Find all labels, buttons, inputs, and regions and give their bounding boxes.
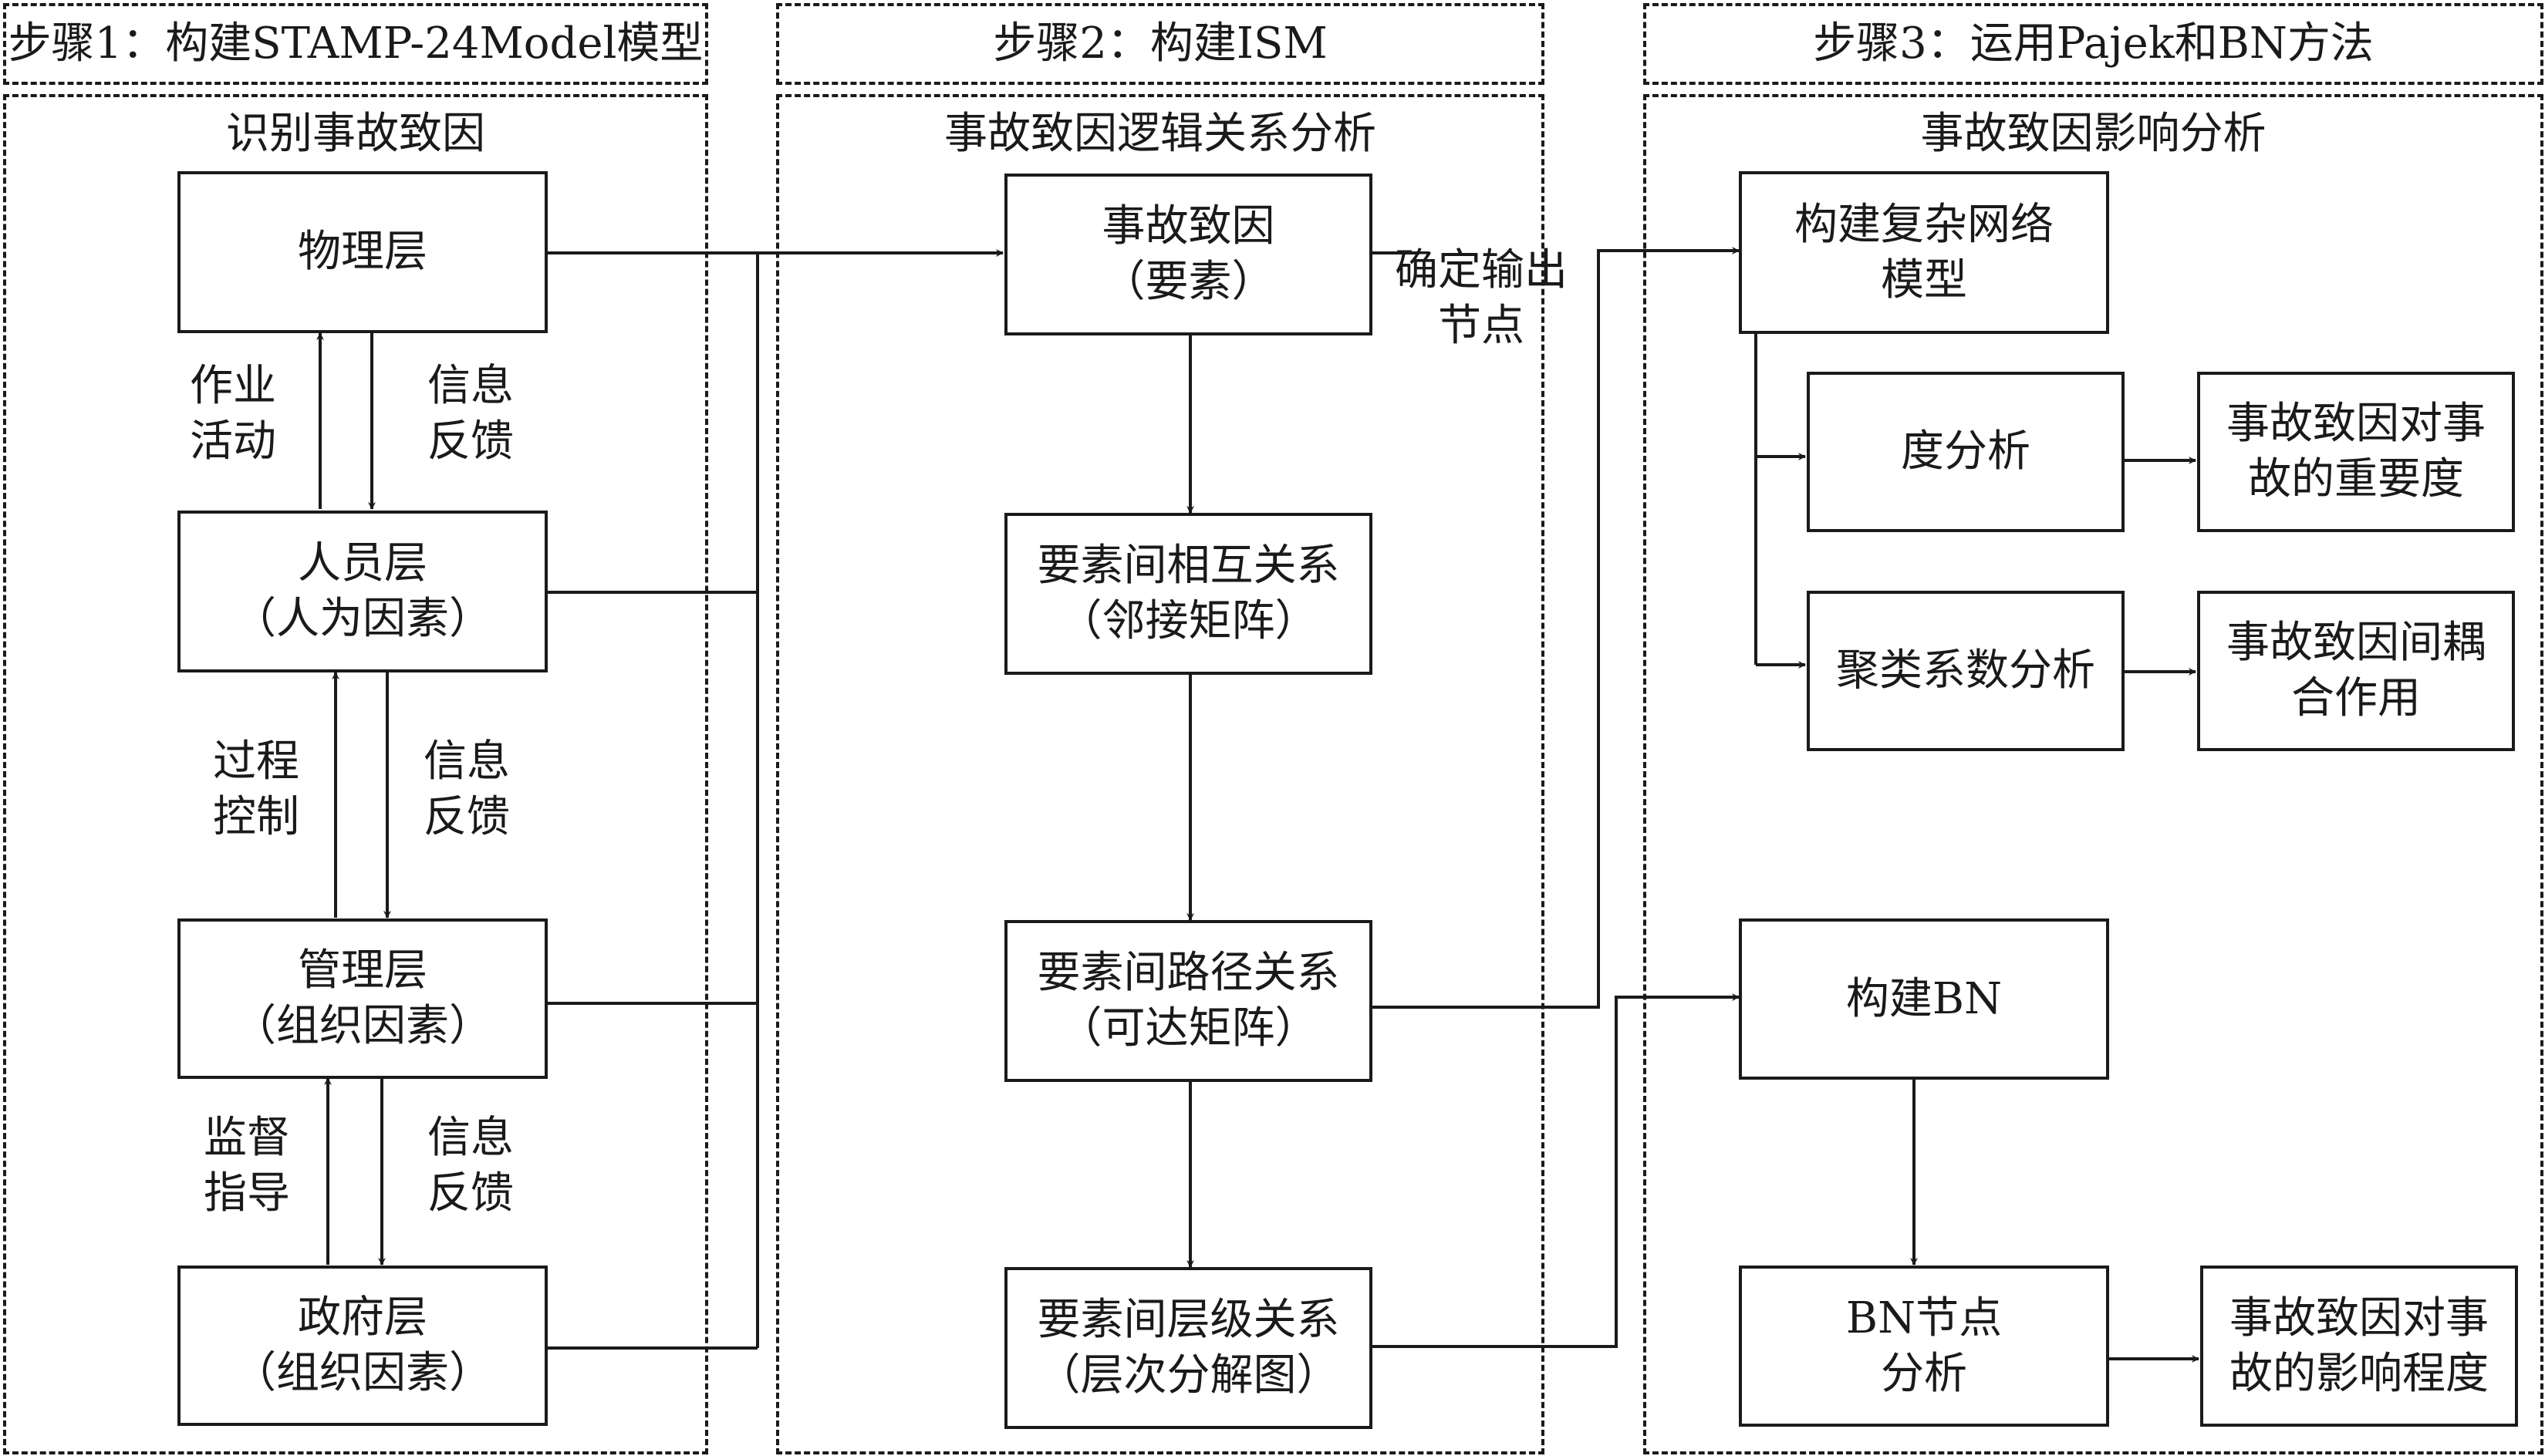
- label-feedback-3-line1: 信息: [427, 1113, 514, 1163]
- box-personnel-layer-line1: 人员层: [298, 538, 427, 589]
- label-determine-output-line2: 节点: [1438, 300, 1524, 351]
- label-feedback-3: 信息 反馈: [417, 1111, 525, 1221]
- label-work-activity-line1: 作业: [190, 361, 276, 411]
- box-government-layer-line1: 政府层: [298, 1293, 427, 1343]
- box-influence-degree-line2: 故的影响程度: [2229, 1348, 2489, 1399]
- box-importance-line2: 故的重要度: [2248, 454, 2464, 504]
- box-complex-network-line1: 构建复杂网络: [1794, 199, 2054, 250]
- box-build-bn-text: 构建BN: [1845, 973, 2003, 1024]
- label-feedback-1-line1: 信息: [427, 361, 514, 411]
- box-government-layer-line2: （组织因素）: [233, 1348, 492, 1398]
- box-importance: 事故致因对事 故的重要度: [2197, 372, 2515, 532]
- box-bn-node-analysis-line2: 分析: [1881, 1348, 1967, 1399]
- step3-content-frame: [1643, 94, 2543, 1454]
- box-management-layer-line2: （组织因素）: [233, 1001, 492, 1051]
- box-adjacency-matrix-line1: 要素间相互关系: [1037, 541, 1340, 592]
- box-reachability-matrix-line1: 要素间路径关系: [1037, 948, 1340, 999]
- step2-header-frame: [776, 3, 1544, 85]
- box-hierarchy-graph: 要素间层级关系 （层次分解图）: [1004, 1267, 1372, 1429]
- box-influence-degree: 事故致因对事 故的影响程度: [2200, 1266, 2518, 1427]
- label-process-control-line2: 控制: [213, 791, 299, 842]
- label-feedback-3-line2: 反馈: [427, 1168, 514, 1218]
- box-adjacency-matrix: 要素间相互关系 （邻接矩阵）: [1004, 513, 1372, 675]
- box-degree-analysis-text: 度分析: [1901, 426, 2030, 477]
- step1-section-title: 识别事故致因: [226, 109, 485, 159]
- box-cluster-analysis-text: 聚类系数分析: [1836, 645, 2095, 696]
- label-feedback-1: 信息 反馈: [417, 359, 525, 469]
- link-reachability-network: [1371, 247, 1740, 1009]
- box-government-layer: 政府层 （组织因素）: [177, 1266, 548, 1426]
- label-feedback-2: 信息 反馈: [413, 734, 521, 844]
- box-hierarchy-graph-line1: 要素间层级关系: [1037, 1295, 1340, 1346]
- label-feedback-2-line2: 反馈: [424, 791, 510, 842]
- label-determine-output-nodes: 确定输出 节点: [1385, 243, 1578, 353]
- label-work-activity-line2: 活动: [190, 416, 276, 467]
- box-importance-line1: 事故致因对事: [2226, 399, 2486, 450]
- step3-title: 步骤3：运用Pajek和BN方法: [1813, 19, 2374, 69]
- label-feedback-1-line2: 反馈: [427, 416, 514, 467]
- box-physical-layer-text: 物理层: [298, 227, 427, 278]
- label-work-activity: 作业 活动: [179, 359, 287, 469]
- box-complex-network-line2: 模型: [1881, 254, 1967, 305]
- box-influence-degree-line1: 事故致因对事: [2229, 1293, 2489, 1343]
- step1-content-frame: [3, 94, 708, 1454]
- label-process-control-line1: 过程: [213, 736, 299, 787]
- box-coupling: 事故致因间耦 合作用: [2197, 591, 2515, 751]
- label-supervise-line1: 监督: [204, 1113, 290, 1163]
- box-cluster-analysis: 聚类系数分析: [1807, 591, 2125, 751]
- label-supervise: 监督 指导: [193, 1111, 301, 1221]
- step3-section-title: 事故致因影响分析: [1920, 109, 2267, 159]
- box-adjacency-matrix-line2: （邻接矩阵）: [1058, 596, 1318, 646]
- link-hierarchy-bn: [1371, 993, 1740, 1348]
- box-management-layer-line1: 管理层: [298, 945, 427, 996]
- box-management-layer: 管理层 （组织因素）: [177, 918, 548, 1079]
- step2-section-title: 事故致因逻辑关系分析: [944, 109, 1376, 159]
- box-reachability-matrix-line2: （可达矩阵）: [1058, 1003, 1318, 1053]
- box-physical-layer: 物理层: [177, 171, 548, 333]
- step1-title: 步骤1：构建STAMP-24Model模型: [8, 19, 704, 69]
- box-personnel-layer-line2: （人为因素）: [233, 594, 492, 644]
- label-feedback-2-line1: 信息: [424, 736, 510, 787]
- box-reachability-matrix: 要素间路径关系 （可达矩阵）: [1004, 920, 1372, 1082]
- label-supervise-line2: 指导: [204, 1168, 290, 1218]
- box-build-bn: 构建BN: [1739, 918, 2109, 1080]
- box-coupling-line2: 合作用: [2291, 673, 2421, 723]
- step2-title: 步骤2：构建ISM: [993, 19, 1328, 69]
- box-degree-analysis: 度分析: [1807, 372, 2125, 532]
- box-bn-node-analysis: BN节点 分析: [1739, 1266, 2109, 1427]
- step1-header-frame: [3, 3, 708, 85]
- box-complex-network: 构建复杂网络 模型: [1739, 171, 2109, 334]
- box-coupling-line1: 事故致因间耦: [2226, 618, 2486, 669]
- box-bn-node-analysis-line1: BN节点: [1845, 1293, 2003, 1343]
- step3-header-frame: [1643, 3, 2543, 85]
- box-personnel-layer: 人员层 （人为因素）: [177, 511, 548, 672]
- step2-content-frame: [776, 94, 1544, 1454]
- label-process-control: 过程 控制: [202, 734, 310, 844]
- box-accident-factor-line1: 事故致因: [1102, 201, 1275, 252]
- box-accident-factor-line2: （要素）: [1102, 257, 1275, 307]
- label-determine-output-line1: 确定输出: [1395, 245, 1568, 295]
- box-accident-factor: 事故致因 （要素）: [1004, 174, 1372, 335]
- box-hierarchy-graph-line2: （层次分解图）: [1037, 1350, 1340, 1400]
